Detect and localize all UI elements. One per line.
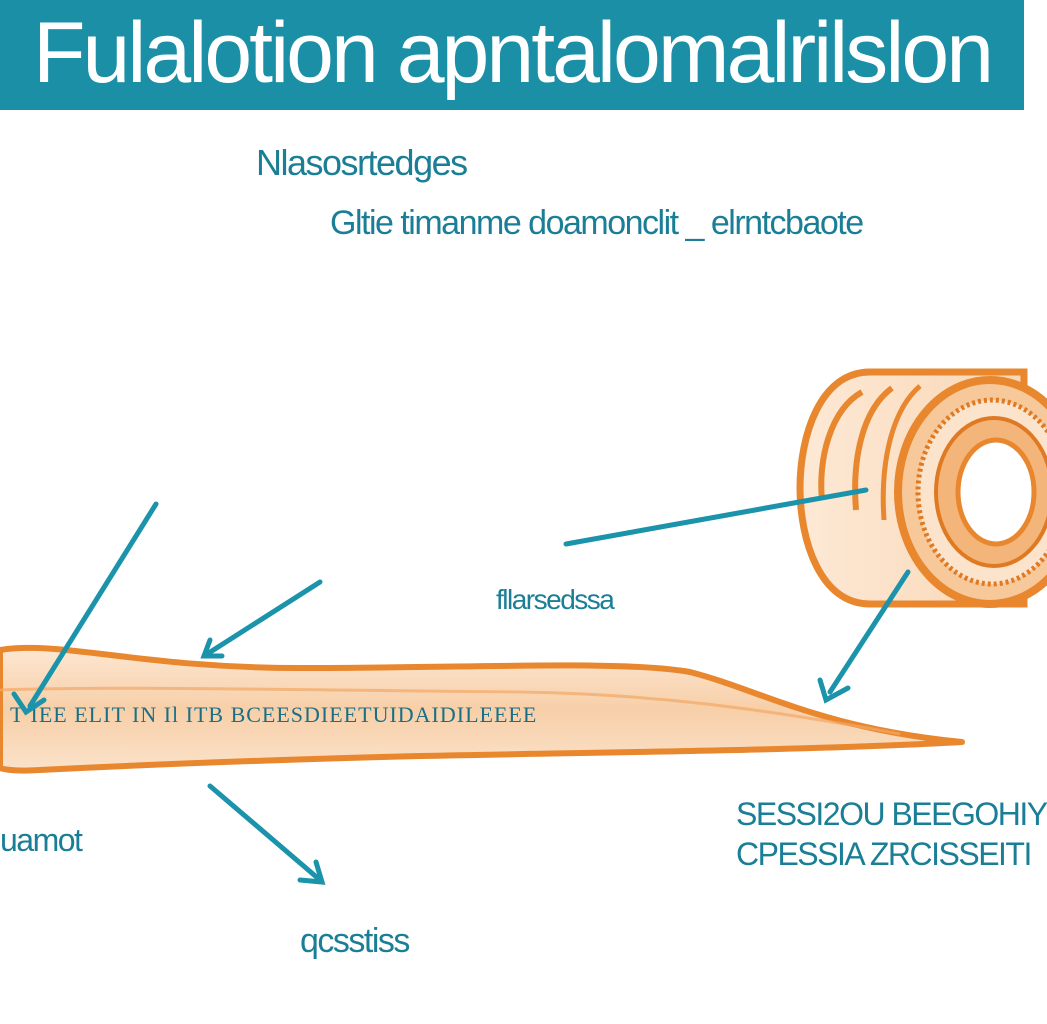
arrow-right-down	[817, 569, 911, 704]
arrow-bottom	[207, 783, 326, 885]
label-right-line-1: SESSI2OU BEEGOHIY	[736, 796, 1047, 832]
label-right-line-2: CPESSIA ZRCISSEITI	[736, 836, 1032, 872]
subtitle-2: Gltie timanme doamonclit _ elrntcbaote	[330, 204, 864, 242]
tissue-rod	[0, 644, 965, 774]
tissue-rod-inner-line	[0, 686, 901, 736]
diagram-canvas: T IEE ELIT IN Il ITB BCEESDIEETUIDAIDILE…	[0, 368, 1047, 885]
tissue-cross-section	[796, 368, 1047, 608]
subtitle-1: Nlasosrtedges	[256, 142, 468, 183]
title-bar: Fulalotion apntalomalrilslon	[0, 0, 1024, 110]
rod-text: T IEE ELIT IN Il ITB BCEESDIEETUIDAIDILE…	[10, 702, 537, 727]
arrow-left-upper	[11, 501, 159, 716]
arrow-to-cross-section	[563, 487, 869, 547]
page-title: Fulalotion apntalomalrilslon	[32, 5, 994, 101]
label-mid: fllarsedssa	[496, 584, 615, 615]
label-left: uamot	[0, 822, 83, 858]
arrow-left-middle	[200, 579, 323, 659]
label-bottom: qcsstiss	[300, 922, 410, 960]
